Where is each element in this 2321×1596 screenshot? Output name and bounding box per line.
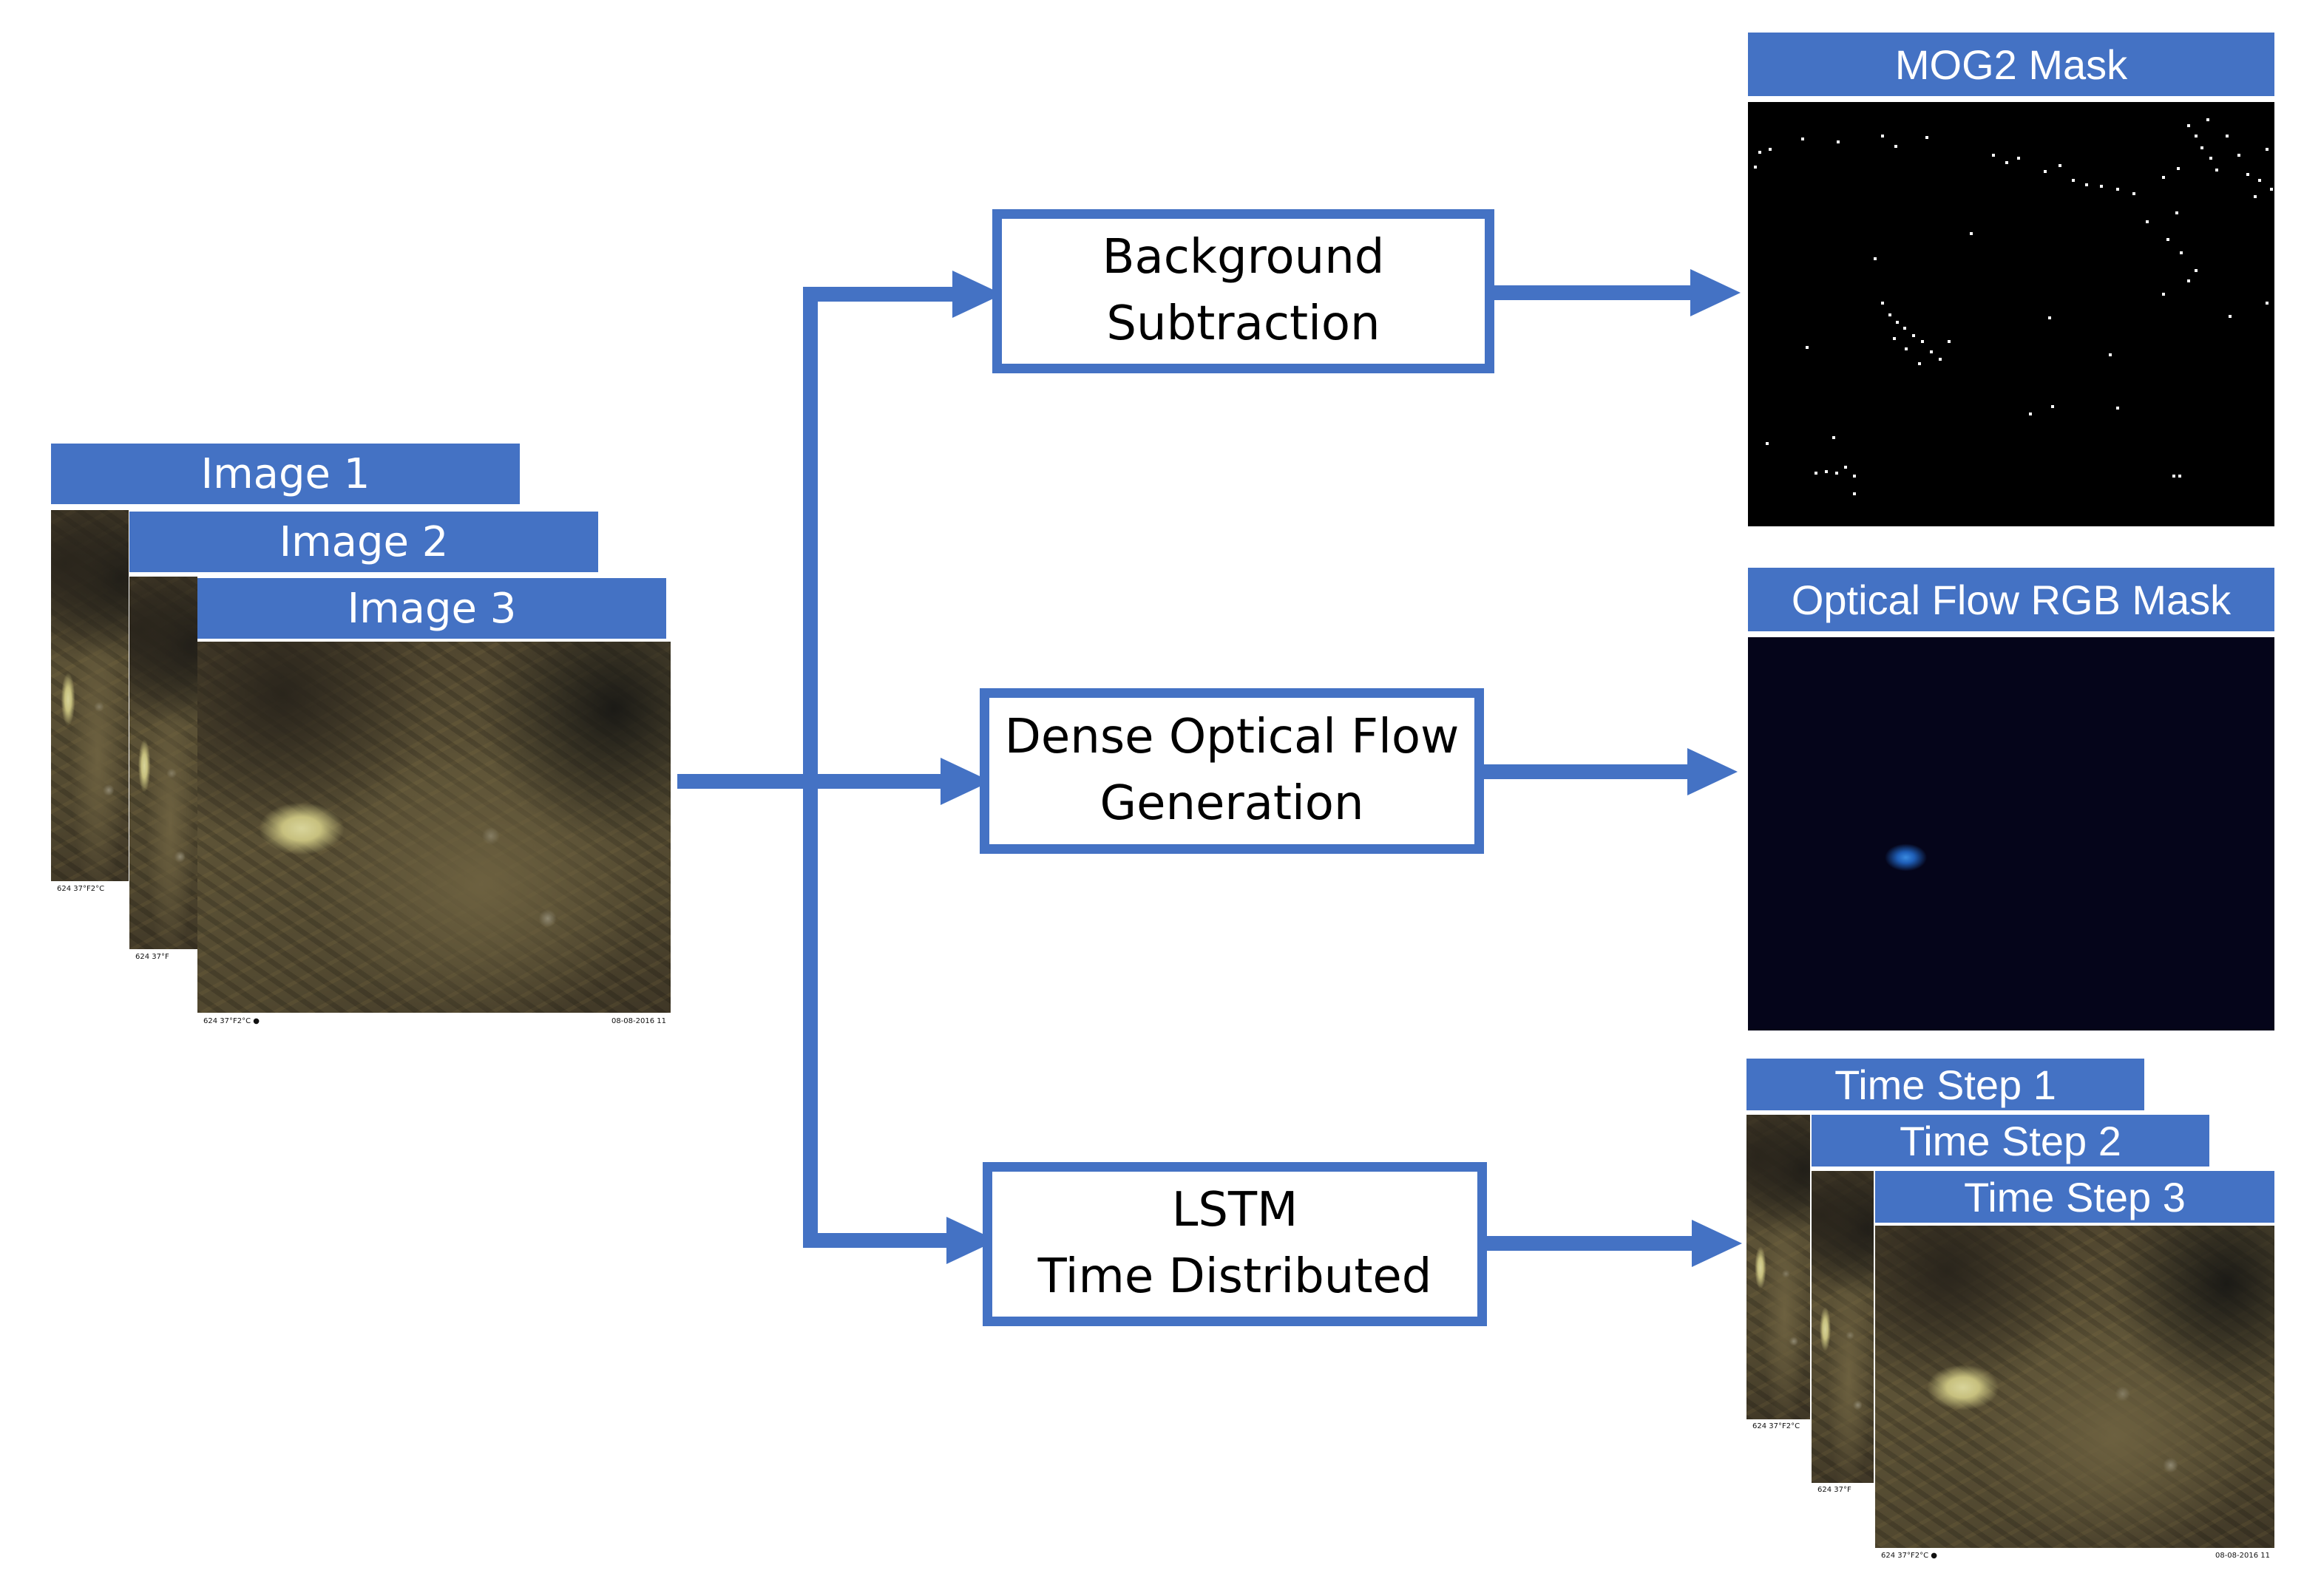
- time-step-2-stamp: 624 37°F: [1812, 1483, 1874, 1496]
- arrowhead-time-steps: [1692, 1220, 1742, 1267]
- time-step-1-photo: [1746, 1115, 1810, 1421]
- image-1-stamp: 624 37°F2°C: [51, 881, 129, 896]
- dense-optical-flow-box: Dense Optical Flow Generation: [980, 688, 1484, 854]
- arrowhead-lstm: [946, 1217, 997, 1264]
- arrowhead-mog2: [1690, 269, 1741, 316]
- time-step-1-stamp: 624 37°F2°C: [1746, 1419, 1810, 1433]
- image-2-label: Image 2: [129, 512, 598, 572]
- image-2-photo: [129, 577, 197, 955]
- mog2-mask-image: [1748, 102, 2274, 526]
- optical-flow-mask-label: Optical Flow RGB Mask: [1748, 568, 2274, 631]
- image-3-label: Image 3: [197, 578, 666, 639]
- optical-flow-mask-image: [1748, 637, 2274, 1030]
- time-step-3-stamp: 624 37°F2°C ● 08-08-2016 11: [1875, 1548, 2274, 1563]
- image-1-photo: [51, 510, 129, 889]
- time-step-3-label: Time Step 3: [1875, 1171, 2274, 1223]
- arrowhead-optical-flow: [941, 758, 991, 805]
- time-step-2-photo: [1812, 1171, 1874, 1487]
- image-3-photo: [197, 642, 671, 1016]
- image-3-stamp: 624 37°F2°C ● 08-08-2016 11: [197, 1013, 671, 1029]
- time-step-2-label: Time Step 2: [1812, 1115, 2209, 1167]
- arrowhead-background: [952, 271, 1003, 318]
- image-1-label: Image 1: [51, 444, 520, 504]
- lstm-time-distributed-box: LSTM Time Distributed: [983, 1162, 1487, 1326]
- background-subtraction-box: Background Subtraction: [992, 209, 1494, 373]
- image-2-stamp: 624 37°F: [129, 949, 197, 964]
- mog2-mask-label: MOG2 Mask: [1748, 33, 2274, 96]
- time-step-3-photo: [1875, 1226, 2274, 1549]
- arrowhead-flow-mask: [1687, 748, 1738, 795]
- time-step-1-label: Time Step 1: [1746, 1059, 2144, 1110]
